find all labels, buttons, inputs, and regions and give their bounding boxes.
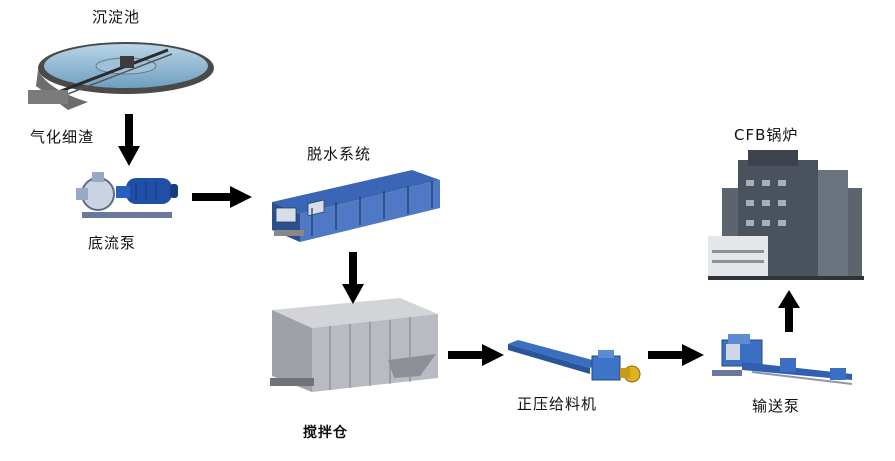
pump-label: 底流泵 [88, 234, 137, 252]
arrow-clarifier-to-pump [118, 114, 140, 166]
mixing-bin-label: 搅拌仓 [303, 425, 348, 441]
underflow-pump-image [70, 168, 182, 228]
arrow-mixing-bin-to-feeder [448, 344, 504, 366]
mixing-bin-image [270, 296, 440, 396]
arrow-feeder-to-transfer-pump [648, 344, 704, 366]
feeder-image [508, 334, 648, 390]
transfer-pump-label: 输送泵 [752, 397, 801, 415]
arrow-dewatering-to-mixing-bin [342, 252, 364, 304]
clarifier-image [28, 30, 218, 112]
flow-label-gasification-fine-slag: 气化细渣 [30, 128, 95, 146]
feeder-label: 正压给料机 [517, 395, 598, 413]
boiler-label: CFB锅炉 [734, 126, 799, 144]
clarifier-label: 沉淀池 [92, 8, 141, 26]
dewatering-system-image [272, 168, 442, 246]
transfer-pump-image [712, 332, 858, 392]
arrow-transfer-pump-to-boiler [778, 290, 800, 332]
arrow-pump-to-dewatering [192, 186, 252, 208]
dewatering-label: 脱水系统 [307, 145, 372, 163]
cfb-boiler-image [708, 150, 868, 280]
